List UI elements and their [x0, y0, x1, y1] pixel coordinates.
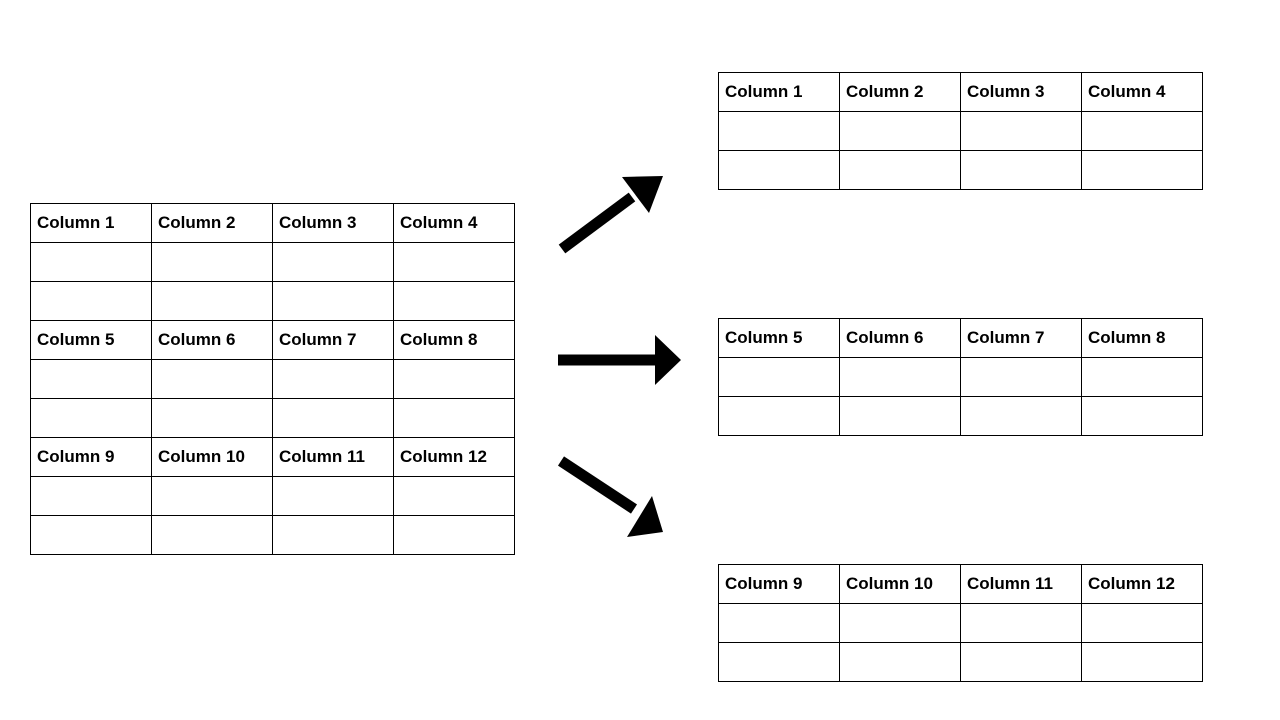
table-cell: [718, 396, 840, 436]
table-cell: [839, 150, 961, 190]
table-cell: [393, 515, 515, 555]
table-cell: [839, 642, 961, 682]
column-header: Column 7: [960, 318, 1082, 358]
column-header: Column 11: [272, 437, 394, 477]
column-header: Column 1: [30, 203, 152, 243]
column-header: Column 4: [1081, 72, 1203, 112]
table-cell: [30, 398, 152, 438]
column-header: Column 2: [839, 72, 961, 112]
table-cell: [393, 398, 515, 438]
arrow-to-table-1: [558, 176, 663, 254]
column-header: Column 4: [393, 203, 515, 243]
column-header: Column 1: [718, 72, 840, 112]
table-row: [718, 111, 1203, 151]
table-cell: [718, 357, 840, 397]
table-cell: [1081, 642, 1203, 682]
table-row: [718, 150, 1203, 190]
table-cell: [393, 359, 515, 399]
column-header: Column 10: [151, 437, 273, 477]
table-row: [30, 398, 515, 438]
column-header: Column 9: [30, 437, 152, 477]
table-cell: [1081, 150, 1203, 190]
column-header: Column 6: [151, 320, 273, 360]
table-cell: [1081, 111, 1203, 151]
table-cell: [718, 111, 840, 151]
column-header: Column 11: [960, 564, 1082, 604]
table-cell: [960, 150, 1082, 190]
table-row: [30, 515, 515, 555]
table-cell: [960, 396, 1082, 436]
table-row: [30, 281, 515, 321]
table-cell: [1081, 396, 1203, 436]
table-cell: [272, 515, 394, 555]
column-header: Column 7: [272, 320, 394, 360]
column-header: Column 8: [1081, 318, 1203, 358]
table-cell: [30, 515, 152, 555]
column-header: Column 9: [718, 564, 840, 604]
table-cell: [1081, 603, 1203, 643]
table-cell: [272, 476, 394, 516]
table-cell: [151, 515, 273, 555]
column-header: Column 5: [718, 318, 840, 358]
table-cell: [393, 281, 515, 321]
table-row: [718, 642, 1203, 682]
table-cell: [839, 357, 961, 397]
table-cell: [151, 398, 273, 438]
table-cell: [151, 281, 273, 321]
table-cell: [151, 476, 273, 516]
column-header: Column 12: [393, 437, 515, 477]
column-header: Column 6: [839, 318, 961, 358]
column-header: Column 10: [839, 564, 961, 604]
column-header: Column 8: [393, 320, 515, 360]
table-cell: [393, 476, 515, 516]
table-cell: [718, 642, 840, 682]
arrow-to-table-3: [557, 456, 663, 537]
column-header: Column 2: [151, 203, 273, 243]
column-header: Column 3: [960, 72, 1082, 112]
table-cell: [718, 150, 840, 190]
arrow-to-table-2: [558, 335, 681, 385]
table-row: [718, 357, 1203, 397]
table-cell: [960, 603, 1082, 643]
table-row: [718, 396, 1203, 436]
table-cell: [960, 642, 1082, 682]
